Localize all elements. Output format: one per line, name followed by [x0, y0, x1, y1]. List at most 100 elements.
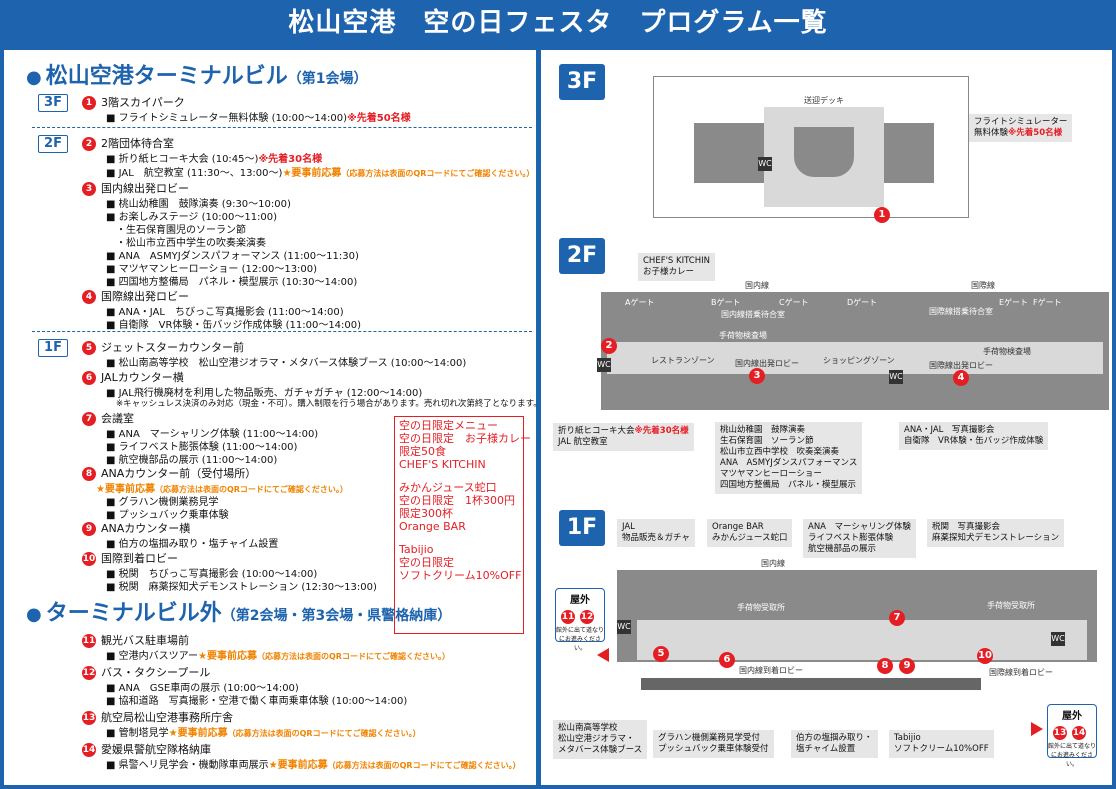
menu-line: 空の日限定	[399, 556, 454, 569]
location-10-label: 国際到着ロビー	[101, 552, 178, 565]
item-3e: ■ ANA ASMYJダンスパフォーマンス (11:00～11:30)	[106, 251, 359, 262]
outside-note: 館外に出て道なりにお進みください。	[556, 627, 605, 652]
number-4-icon: 4	[82, 290, 96, 304]
map-marker-4: 4	[953, 370, 969, 386]
restroom-icon: WC	[617, 620, 631, 634]
item-3c: ・生石保育園児のソーラン節	[116, 225, 246, 236]
item-11a-apply: ★要事前応募	[198, 651, 257, 662]
item-3g: ■ 四国地方整備局 パネル・模型展示 (10:30～14:00)	[106, 277, 358, 288]
restroom-icon: WC	[1051, 632, 1065, 646]
map-2f-label-0: 国内線搭乗待合室	[721, 310, 785, 319]
location-9-label: ANAカウンター横	[101, 522, 191, 535]
callout-line: ソフトクリーム10%OFF	[894, 744, 989, 754]
floor-badge-3f: 3F	[38, 94, 68, 112]
callout-line: 松山南高等学校	[558, 723, 618, 733]
item-14a-text: ■ 県警ヘリ見学会・機動隊車両展示	[106, 760, 269, 771]
number-14-icon: 14	[82, 743, 96, 757]
item-8-apply-note: （応募方法は表面のQRコードにてご確認ください。）	[154, 485, 348, 494]
map-3f-callout: フライトシミュレーター 無料体験※先着50名様	[969, 114, 1073, 142]
outside-label: 屋外	[1062, 711, 1082, 722]
item-3b: ■ お楽しみステージ (10:00～11:00)	[106, 212, 278, 223]
map-marker-8: 8	[877, 658, 893, 674]
item-9a: ■ 伯方の塩掴み取り・塩チャイム設置	[106, 539, 279, 550]
bullet-icon: ●	[26, 604, 42, 625]
callout-line: 航空機部品の展示	[808, 544, 877, 554]
callout-line: 四国地方整備局 パネル・模型展示	[720, 480, 857, 490]
callout-line: 松山空港ジオラマ・	[558, 734, 635, 744]
map-2f-label-2: 手荷物検査場	[719, 331, 767, 340]
menu-line: 限定50食	[399, 445, 446, 458]
number-12-icon: 12	[580, 609, 594, 624]
item-origami: ■ 折り紙ヒコーキ大会 (10:45～)※先着30名様	[106, 150, 322, 165]
gate-d: Dゲート	[847, 298, 878, 307]
item-flight-sim: ■ フライトシミュレーター無料体験 (10:00～14:00)※先着50名様	[106, 109, 411, 124]
map-1f-callout-orange: Orange BAR みかんジュース蛇口	[707, 519, 793, 547]
callout-line: ANA マーシャリング体験	[808, 522, 911, 532]
callout-line: Orange BAR	[712, 522, 764, 532]
callout-line: JAL	[622, 522, 635, 532]
menu-line: ソフトクリーム10%OFF	[399, 569, 522, 582]
callout-line: ANA ASMYJダンスパフォーマンス	[720, 458, 858, 468]
number-3-icon: 3	[82, 182, 96, 196]
map-2f-callout-2: 折り紙ヒコーキ大会※先着30名様 JAL 航空教室	[553, 423, 694, 451]
callout-line: プッシュバック乗車体験受付	[658, 744, 769, 754]
location-2-label: 2階団体待合室	[101, 137, 174, 150]
item-8c: ■ プッシュバック乗車体験	[106, 510, 229, 521]
item-jal-class-apply: ★要事前応募	[282, 168, 342, 179]
floor-map-panel: 3F 送迎デッキ WC 1 フライトシミュレーター 無料体験※先着50名様 2F…	[541, 50, 1112, 785]
number-11-icon: 11	[82, 634, 96, 648]
map-2f-label-1: 国際線搭乗待合室	[929, 307, 993, 316]
section-outside-title: ●ターミナルビル外（第2会場・第3会場・県警格納庫）	[26, 595, 451, 627]
item-5a: ■ 松山南高等学校 松山空港ジオラマ・メタバース体験ブース (10:00～14:…	[106, 358, 467, 369]
callout-line: 自衛隊 VR体験・缶バッジ作成体験	[904, 436, 1044, 446]
map-marker-10: 10	[977, 648, 993, 664]
map-floor-2f: 2F	[559, 238, 605, 274]
callout-line: グラハン機側業務見学受付	[658, 733, 760, 743]
menu-line: Orange BAR	[399, 520, 466, 533]
item-13a: ■ 管制塔見学★要事前応募（応募方法は表面のQRコードにてご確認ください。）	[106, 724, 421, 739]
item-jal-class-text: ■ JAL 航空教室 (11:30～、13:00～)	[106, 168, 283, 179]
map-1f-lobby	[637, 620, 1087, 660]
item-7c: ■ 航空機部品の展示 (11:00～14:00)	[106, 455, 278, 466]
item-10a: ■ 税関 ちびっこ写真撮影会 (10:00～14:00)	[106, 569, 318, 580]
callout-line: 税関 写真撮影会	[932, 522, 1001, 532]
item-jal-class-apply-note: （応募方法は表面のQRコードにてご確認ください。）	[341, 169, 535, 178]
location-3-label: 国内線出発ロビー	[101, 182, 189, 195]
location-13-label: 航空局松山空港事務所庁舎	[101, 711, 233, 724]
section-outside-sub: （第2会場・第3会場・県警格納庫）	[221, 608, 452, 624]
outside-label: 屋外	[570, 595, 590, 606]
page-title: 松山空港 空の日フェスタ プログラム一覧	[0, 0, 1116, 46]
item-7b: ■ ライフベスト膨張体験 (11:00～14:00)	[106, 442, 298, 453]
callout-line: フライトシミュレーター	[974, 117, 1068, 127]
map-1f-label-3: 国際線到着ロビー	[989, 668, 1053, 677]
gate-b: Bゲート	[711, 298, 741, 307]
section-outside-name: ターミナルビル外	[45, 601, 222, 626]
map-marker-2: 2	[601, 338, 617, 354]
item-4a: ■ ANA・JAL ちびっこ写真撮影会 (11:00～14:00)	[106, 307, 344, 318]
gate-a: Aゲート	[625, 298, 655, 307]
location-8-label: ANAカウンター前（受付場所）	[101, 467, 257, 480]
menu-line: CHEF'S KITCHIN	[399, 458, 486, 471]
map-floor-1f: 1F	[559, 510, 605, 546]
item-flight-sim-text: ■ フライトシミュレーター無料体験 (10:00～14:00)	[106, 113, 348, 124]
menu-gap	[399, 533, 519, 543]
map-1f-label-0: 手荷物受取所	[737, 603, 785, 612]
item-12b: ■ 協和道路 写真撮影・空港で働く車両乗車体験 (10:00～14:00)	[106, 696, 408, 707]
map-1f-callout-5: 松山南高等学校 松山空港ジオラマ・ メタバース体験ブース	[553, 720, 648, 759]
callout-line: 塩チャイム設置	[796, 744, 856, 754]
bullet-icon: ●	[26, 67, 42, 88]
number-2-icon: 2	[82, 137, 96, 151]
gate-f: Fゲート	[1033, 298, 1062, 307]
item-13a-apply: ★要事前応募	[168, 728, 228, 739]
menu-line: 空の日限定メニュー	[399, 419, 498, 432]
floor-badge-1f: 1F	[38, 339, 68, 357]
menu-line: Tabijio	[399, 543, 434, 556]
map-2f-label-6: レストランゾーン	[651, 356, 715, 365]
